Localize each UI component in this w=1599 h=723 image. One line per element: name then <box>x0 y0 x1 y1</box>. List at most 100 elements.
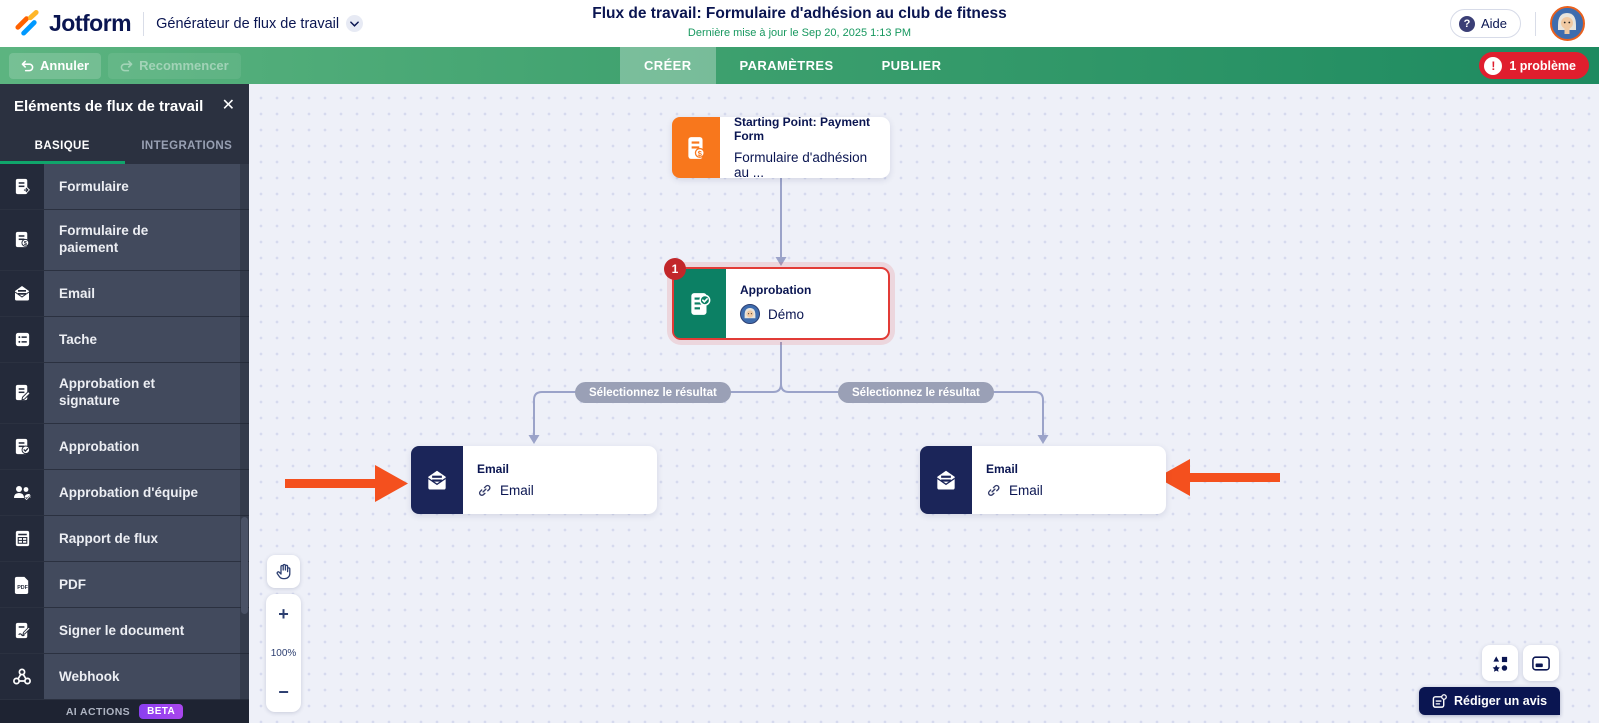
top-header: Jotform Générateur de flux de travail Fl… <box>0 0 1599 47</box>
undo-icon <box>21 60 34 71</box>
workflow-elements-panel: Eléments de flux de travail ✕ BASIQUE IN… <box>0 84 249 723</box>
email-icon <box>920 446 972 514</box>
beta-badge: BETA <box>139 704 184 719</box>
assignee-name: Démo <box>768 306 805 322</box>
node-approbation[interactable]: 1 Approbation Démo <box>664 258 890 340</box>
element-tache[interactable]: Tache <box>0 316 249 363</box>
close-icon[interactable]: ✕ <box>221 97 235 114</box>
team-approval-icon <box>0 469 44 515</box>
element-label: Webhook <box>59 668 120 684</box>
help-button[interactable]: ? Aide <box>1449 9 1521 38</box>
element-label: Approbation <box>59 438 140 454</box>
builder-tabs: CRÉER PARAMÈTRES PUBLIER <box>620 47 965 84</box>
node-subtitle-row: Email <box>986 483 1152 498</box>
element-label: Approbation d'équipe <box>59 484 198 500</box>
redo-icon <box>120 60 133 71</box>
redo-button[interactable]: Recommencer <box>108 52 241 79</box>
element-label: Approbation et signature <box>59 375 155 408</box>
user-avatar[interactable] <box>1550 6 1585 41</box>
node-title: Approbation <box>740 283 812 297</box>
header-divider <box>143 11 145 36</box>
form-icon <box>0 164 44 209</box>
sidebar-scrollbar[interactable] <box>240 164 249 723</box>
redo-label: Recommencer <box>139 58 229 73</box>
element-approbation[interactable]: Approbation <box>0 423 249 470</box>
scrollbar-thumb[interactable] <box>241 517 248 614</box>
webhook-icon <box>0 653 44 699</box>
task-icon <box>0 316 44 362</box>
svg-text:PDF: PDF <box>17 584 28 590</box>
element-email[interactable]: Email <box>0 270 249 317</box>
element-label: Formulaire <box>59 179 129 194</box>
payment-form-icon: $ <box>672 117 720 178</box>
element-formulaire[interactable]: Formulaire <box>0 164 249 210</box>
feedback-label: Rédiger un avis <box>1454 694 1548 708</box>
zoom-out-button[interactable]: − <box>278 681 289 702</box>
element-label: Email <box>59 285 96 301</box>
feedback-button[interactable]: Rédiger un avis <box>1419 687 1561 715</box>
element-label: Formulaire de paiement <box>59 223 149 255</box>
element-approbation-dequipe[interactable]: Approbation d'équipe <box>0 469 249 516</box>
undo-label: Annuler <box>40 58 90 73</box>
branch-result-selector-left[interactable]: Sélectionnez le résultat <box>575 382 731 403</box>
element-rapport-de-flux[interactable]: Rapport de flux <box>0 515 249 562</box>
workflow-connectors <box>285 178 1280 502</box>
workflow-canvas[interactable]: $ Starting Point: Payment Form Formulair… <box>249 84 1599 723</box>
payment-form-icon: $ <box>0 210 44 270</box>
minimap-toggle-button[interactable] <box>1523 645 1559 681</box>
element-label: Rapport de flux <box>59 530 159 546</box>
app-name-dropdown[interactable]: Générateur de flux de travail <box>156 15 364 32</box>
node-email-left[interactable]: Email Email <box>411 446 657 514</box>
node-subtitle: Formulaire d'adhésion au ... <box>734 150 868 180</box>
linked-form-name: Email <box>1009 483 1043 498</box>
question-mark-icon: ? <box>1458 15 1475 32</box>
tab-publier[interactable]: PUBLIER <box>881 58 942 73</box>
write-review-icon <box>1432 693 1447 708</box>
jotform-logo-icon <box>15 10 39 36</box>
jotform-logo[interactable]: Jotform <box>14 10 132 37</box>
elements-shortcut-button[interactable] <box>1482 645 1518 681</box>
tab-parametres[interactable]: PARAMÈTRES <box>739 58 834 73</box>
error-count-badge[interactable]: 1 <box>664 258 686 280</box>
problem-count-badge[interactable]: ! 1 problème <box>1479 52 1589 79</box>
zoom-controls: + 100% − <box>266 594 301 712</box>
zoom-in-button[interactable]: + <box>278 603 289 624</box>
zoom-level-label: 100% <box>270 647 297 659</box>
element-pdf[interactable]: PDF PDF <box>0 561 249 608</box>
ai-actions-label: AI ACTIONS <box>65 705 131 718</box>
approval-signature-icon <box>0 362 44 423</box>
brand-name: Jotform <box>49 10 132 36</box>
branch-result-selector-right[interactable]: Sélectionnez le résultat <box>838 382 994 403</box>
element-label: PDF <box>59 576 86 592</box>
panel-title: Eléments de flux de travail <box>14 97 204 115</box>
flow-report-icon <box>0 515 44 561</box>
sign-document-icon <box>0 607 44 653</box>
email-icon <box>0 270 44 316</box>
tab-basique[interactable]: BASIQUE <box>0 128 125 164</box>
tab-creer[interactable]: CRÉER <box>620 47 716 84</box>
ai-actions-section-header: AI ACTIONS BETA <box>0 699 249 723</box>
svg-text:$: $ <box>698 148 703 157</box>
node-email-right[interactable]: Email Email <box>920 446 1166 514</box>
pan-tool-button[interactable] <box>267 555 300 588</box>
left-orange-arrow <box>285 465 408 502</box>
undo-button[interactable]: Annuler <box>9 52 102 79</box>
hand-icon <box>276 563 290 580</box>
node-title: Starting Point: Payment Form <box>734 115 871 143</box>
element-signer-le-document[interactable]: Signer le document <box>0 607 249 654</box>
exclamation-icon: ! <box>1484 56 1503 75</box>
node-starting-point[interactable]: $ Starting Point: Payment Form Formulair… <box>672 115 890 180</box>
element-webhook[interactable]: Webhook <box>0 653 249 700</box>
element-formulaire-de-paiement[interactable]: $ Formulaire de paiement <box>0 210 249 271</box>
approval-icon <box>0 423 44 469</box>
link-icon <box>478 484 491 496</box>
element-approbation-et-signature[interactable]: Approbation et signature <box>0 362 249 424</box>
node-subtitle-row: Email <box>477 483 643 498</box>
svg-text:$: $ <box>23 242 27 248</box>
action-toolbar: Annuler Recommencer CRÉER PARAMÈTRES PUB… <box>0 47 1599 84</box>
tab-integrations[interactable]: INTEGRATIONS <box>141 140 233 152</box>
node-title: Email <box>477 462 510 476</box>
right-orange-arrow <box>1157 459 1280 496</box>
email-icon <box>411 446 463 514</box>
